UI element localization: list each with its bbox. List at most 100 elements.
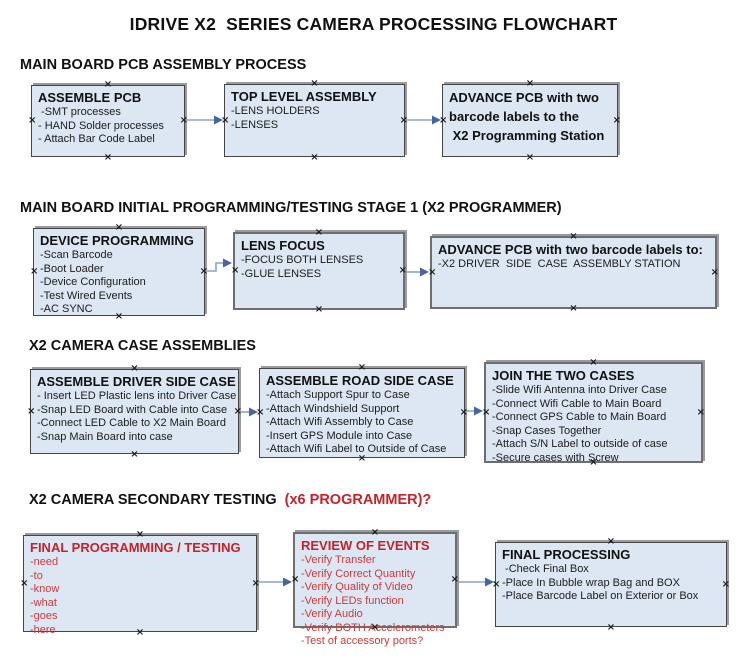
connection-point-icon: ×	[428, 266, 437, 278]
connection-point-icon: ×	[525, 152, 535, 163]
connection-point-icon: ×	[28, 114, 37, 126]
connection-point-icon: ×	[130, 449, 139, 460]
arrow-lensfocus-to-advance2	[407, 267, 429, 277]
section-header-red-part: (x6 PROGRAMMER)?	[276, 492, 432, 508]
box-device-programming: DEVICE PROGRAMMING -Scan Barcode -Boot L…	[30, 223, 208, 322]
box-item: -Connect LED Cable to X2 Main Board	[37, 417, 226, 429]
connection-point-icon: ×	[314, 227, 324, 238]
box-heading: FINAL PROGRAMMING / TESTING	[30, 540, 241, 555]
connection-point-icon: ×	[589, 457, 598, 468]
box-item: -Attach Wifi Assembly to Case	[266, 416, 414, 428]
section-header-black-part: X2 CAMERA SECONDARY TESTING	[29, 492, 277, 508]
arrow-assemble-to-toplevel	[187, 115, 223, 125]
box-assemble-driver-side-case: ASSEMBLE DRIVER SIDE CASE - Insert LED P…	[27, 364, 242, 460]
box-item: -Verify Audio	[301, 608, 363, 620]
box-item: - Insert LED Plastic lens into Driver Ca…	[37, 390, 237, 402]
section-header-initial-programming: MAIN BOARD INITIAL PROGRAMMING/TESTING S…	[20, 200, 562, 216]
box-advance-pcb-programming-station: ADVANCE PCB with two barcode labels to t…	[439, 79, 621, 163]
connection-point-icon: ×	[482, 406, 491, 418]
connection-point-icon: ×	[221, 114, 230, 126]
box-item: -LENSES	[231, 118, 279, 131]
box-item: -Snap Cases Together	[492, 424, 602, 437]
arrow-review-to-finalprocessing	[459, 577, 494, 587]
section-header-pcb-assembly: MAIN BOARD PCB ASSEMBLY PROCESS	[20, 57, 307, 73]
box-item: -FOCUS BOTH LENSES	[241, 254, 364, 266]
box-item: -Attach Wifi Label to Outside of Case	[266, 443, 447, 455]
connection-point-icon: ×	[612, 114, 621, 126]
box-item: -Verify Quality of Video	[301, 581, 413, 593]
box-review-of-events: REVIEW OF EVENTS -Verify Transfer -Verif…	[291, 528, 459, 648]
box-heading-line: barcode labels to the	[449, 109, 580, 124]
box-heading: FINAL PROCESSING	[502, 547, 631, 562]
box-item: -Test of accessory ports?	[301, 635, 424, 647]
box-item: -Verify BOTH Accelerometers	[301, 621, 445, 634]
box-item: -to	[30, 569, 43, 582]
box-item: -Place In Bubble wrap Bag and BOX	[502, 576, 680, 589]
connection-point-icon: ×	[103, 79, 113, 90]
box-item: -Slide Wifi Antenna into Driver Case	[492, 384, 667, 396]
arrow-deviceprog-to-lensfocus	[206, 258, 232, 272]
connection-point-icon: ×	[439, 114, 448, 126]
box-item: -Check Final Box	[502, 563, 589, 575]
section-header-case-assemblies: X2 CAMERA CASE ASSEMBLIES	[29, 338, 256, 354]
box-heading: LENS FOCUS	[241, 238, 325, 253]
box-item: -LENS HOLDERS	[231, 105, 320, 117]
connection-point-icon: ×	[135, 529, 145, 540]
box-item: -Verify Correct Quantity	[301, 567, 416, 580]
box-item: -Snap LED Board with Cable into Case	[37, 403, 228, 416]
box-item: -X2 DRIVER SIDE CASE ASSEMBLY STATION	[438, 258, 681, 270]
box-item: -know	[30, 583, 60, 595]
box-advance-pcb-driver-side-station: ADVANCE PCB with two barcode labels to: …	[428, 232, 719, 314]
connection-point-icon: ×	[357, 362, 367, 373]
box-heading: ASSEMBLE DRIVER SIDE CASE	[37, 374, 236, 389]
box-heading: ASSEMBLE PCB	[38, 90, 142, 105]
box-top-level-assembly: TOP LEVEL ASSEMBLY -LENS HOLDERS -LENSES…	[221, 79, 408, 163]
box-heading: REVIEW OF EVENTS	[301, 538, 430, 553]
connection-point-icon: ×	[370, 622, 380, 633]
box-lens-focus: LENS FOCUS -FOCUS BOTH LENSES -GLUE LENS…	[231, 228, 407, 315]
box-item: -Connect GPS Cable to Main Board	[492, 411, 667, 423]
connection-point-icon: ×	[30, 265, 39, 277]
box-item: -Insert GPS Module into Case	[266, 429, 413, 442]
connection-point-icon: ×	[114, 222, 124, 233]
arrow-roadside-to-join	[467, 406, 483, 416]
box-assemble-pcb: ASSEMBLE PCB -SMT processes - HAND Solde…	[28, 80, 188, 163]
box-item: -Attach Windshield Support	[266, 402, 400, 415]
box-item: -Place Barcode Label on Exterior or Box	[502, 590, 699, 602]
connection-point-icon: ×	[606, 536, 616, 547]
connection-point-icon: ×	[357, 453, 367, 464]
connection-point-icon: ×	[314, 304, 324, 315]
box-item: -SMT processes	[38, 106, 121, 118]
box-heading-line: ADVANCE PCB with two	[449, 90, 599, 105]
section-header-secondary-testing: X2 CAMERA SECONDARY TESTING (x6 PROGRAMM…	[29, 492, 431, 508]
connection-point-icon: ×	[492, 578, 501, 590]
connection-point-icon: ×	[310, 152, 319, 163]
box-item: - Attach Bar Code Label	[38, 133, 155, 145]
box-final-processing: FINAL PROCESSING -Check Final Box -Place…	[492, 537, 730, 633]
box-item: -Boot Loader	[40, 262, 104, 275]
arrow-toplevel-to-advance1	[407, 115, 441, 125]
box-join-the-two-cases: JOIN THE TWO CASES -Slide Wifi Antenna i…	[482, 358, 705, 468]
box-item: -Connect Wifi Cable to Main Board	[492, 397, 662, 410]
box-item: -Verify LEDs function	[301, 594, 404, 607]
box-item: -Secure cases with Screw	[492, 451, 619, 464]
connection-point-icon: ×	[135, 627, 145, 638]
connection-point-icon: ×	[589, 357, 598, 368]
box-item: -Verify Transfer	[301, 554, 376, 566]
page-title: IDRIVE X2 SERIES CAMERA PROCESSING FLOWC…	[129, 14, 618, 34]
connection-point-icon: ×	[525, 78, 535, 89]
connection-point-icon: ×	[398, 264, 407, 276]
box-item: -Device Configuration	[40, 276, 146, 288]
connection-point-icon: ×	[291, 573, 300, 585]
box-heading: TOP LEVEL ASSEMBLY	[231, 89, 377, 104]
connection-point-icon: ×	[399, 114, 408, 126]
box-item: -AC SYNC	[40, 303, 93, 315]
box-item: -what	[30, 596, 57, 609]
box-item: -Attach Support Spur to Case	[266, 389, 410, 401]
box-item: -Test Wired Events	[40, 289, 133, 302]
connection-point-icon: ×	[199, 265, 208, 277]
connection-point-icon: ×	[606, 622, 616, 633]
connection-point-icon: ×	[459, 406, 468, 418]
box-heading: JOIN THE TWO CASES	[492, 368, 635, 383]
connection-point-icon: ×	[179, 114, 188, 126]
